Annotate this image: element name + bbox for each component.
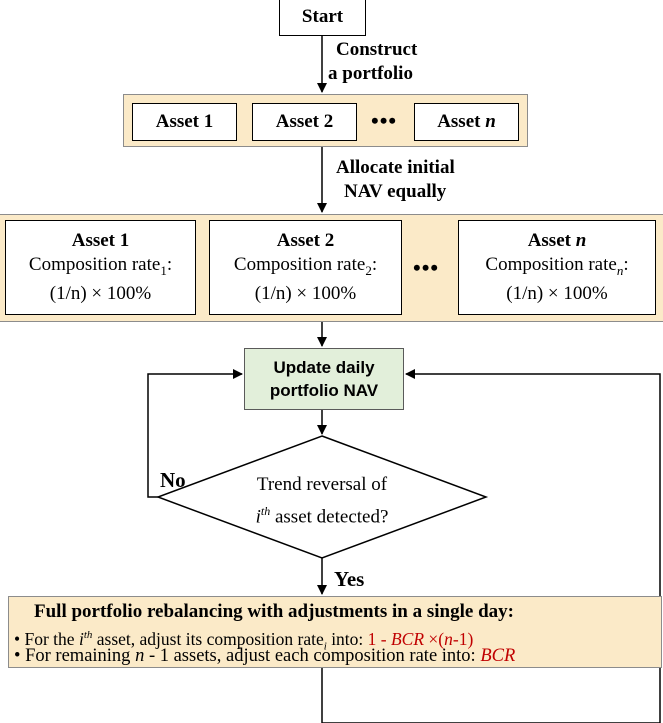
decision-label: Trend reversal of ith asset detected? (212, 472, 432, 530)
branch-yes-label: Yes (334, 567, 365, 591)
step-allocate-label: Allocate initial NAV equally (336, 156, 455, 204)
asset-box-n-label: Asset (437, 111, 486, 132)
step-construct-line1: Construct (336, 39, 418, 60)
update-nav-node: Update daily portfolio NAV (244, 348, 404, 410)
allocation-box-2-title: Asset 2 (276, 229, 335, 251)
allocation-box-1-title: Asset 1 (71, 229, 130, 251)
allocation-box-n-rate: Composition raten: (485, 253, 629, 278)
arrow-no-loop (147, 369, 243, 498)
allocation-row-ellipsis: ••• (413, 255, 440, 280)
allocation-box-2-rate: Composition rate2: (233, 253, 378, 278)
start-label: Start (301, 6, 344, 27)
allocation-box-1: Asset 1 Composition rate1: (1/n) × 100% (5, 220, 196, 315)
decision-line1: Trend reversal of (256, 474, 388, 495)
asset-box-n-var: n (485, 111, 496, 132)
start-node: Start (279, 0, 366, 36)
update-nav-line2: portfolio NAV (269, 381, 379, 400)
allocation-box-n-title: Asset n (527, 229, 587, 251)
step-allocate-line1: Allocate initial (336, 157, 455, 178)
step-construct-label: Construct a portfolio (328, 38, 418, 86)
rebalance-title: Full portfolio rebalancing with adjustme… (34, 601, 514, 622)
allocation-box-2: Asset 2 Composition rate2: (1/n) × 100% (209, 220, 402, 315)
allocation-box-2-value: (1/n) × 100% (254, 283, 357, 305)
allocation-box-n: Asset n Composition raten: (1/n) × 100% (458, 220, 656, 315)
update-nav-line1: Update daily (273, 358, 375, 377)
asset-box-1-label: Asset 1 (155, 111, 214, 132)
allocation-box-1-value: (1/n) × 100% (49, 283, 152, 305)
asset-box-2-label: Asset 2 (275, 111, 334, 132)
asset-box-2: Asset 2 (252, 103, 357, 141)
allocation-box-n-value: (1/n) × 100% (506, 283, 608, 305)
rebalance-node (8, 596, 662, 668)
step-construct-line2: a portfolio (328, 63, 413, 84)
rebalance-bullet-2: • For remaining n - 1 assets, adjust eac… (14, 646, 516, 666)
step-allocate-line2: NAV equally (344, 181, 447, 202)
rebalance-bullet-1: • For the ith asset, adjust its composit… (14, 628, 474, 653)
asset-box-1: Asset 1 (132, 103, 237, 141)
asset-box-n: Asset n (414, 103, 519, 141)
allocation-box-1-rate: Composition rate1: (28, 253, 173, 278)
branch-no-label: No (160, 468, 186, 492)
asset-row-ellipsis: ••• (371, 108, 398, 133)
arrow-return-loop (322, 369, 661, 723)
decision-line2: ith asset detected? (255, 504, 389, 528)
